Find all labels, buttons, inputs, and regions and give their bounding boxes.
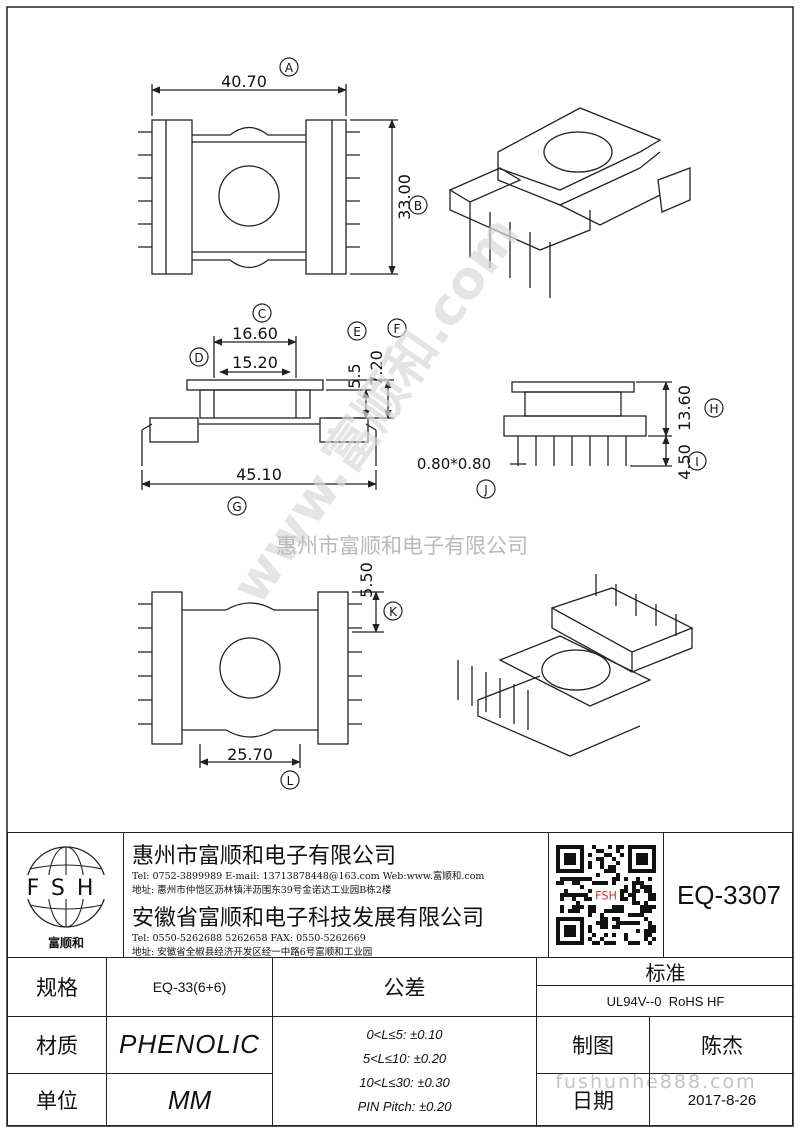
material-value: PHENOLIC — [119, 1029, 260, 1059]
svg-text:D: D — [194, 351, 203, 365]
part-number: EQ-3307 — [676, 879, 782, 910]
svg-text:E: E — [353, 325, 361, 339]
watermark-site: fushunhe888.com — [555, 1071, 756, 1093]
material-label: 材质 — [36, 1033, 78, 1058]
drawn-label: 制图 — [572, 1033, 614, 1058]
dim-D-value: 15.20 — [232, 353, 278, 372]
company-logo: FSH 富顺和 — [10, 835, 122, 955]
dim-E-value: 5.5 — [345, 363, 364, 388]
dim-H-value: 13.60 — [675, 385, 694, 431]
company2-name: 安徽省富顺和电子科技发展有限公司 — [132, 906, 485, 931]
tolerance-item: 0<L≤5: ±0.10 — [366, 1027, 443, 1042]
date-label: 日期 — [572, 1089, 614, 1113]
standard-value: UL94V--0 RoHS HF — [606, 993, 725, 1009]
standard-label: 标准 — [645, 960, 686, 985]
company-info: 惠州市富顺和电子有限公司 Tel: 0752-3899989 E-mail: 1… — [132, 835, 544, 958]
tolerance-item: PIN Pitch: ±0.20 — [357, 1099, 452, 1114]
isometric-view-2 — [457, 574, 694, 757]
dim-B-value: 33.00 — [395, 174, 414, 220]
svg-text:J: J — [483, 483, 488, 497]
svg-text:A: A — [285, 61, 294, 75]
callout-E: E — [347, 321, 367, 341]
date-value: 2017-8-26 — [687, 1091, 757, 1109]
company1-address: 地址: 惠州市仲恺区沥林镇泮沥围东39号金诺达工业园B栋2楼 — [132, 885, 392, 896]
dim-A-value: 40.70 — [221, 72, 267, 91]
dim-J-value: 0.80*0.80 — [417, 455, 491, 473]
svg-text:L: L — [287, 774, 294, 788]
svg-text:I: I — [695, 455, 699, 469]
title-block: FSH 富顺和 惠州市富顺和电子有限公司 Tel: 0752-3899989 E… — [7, 832, 794, 1127]
dim-L-value: 25.70 — [227, 745, 273, 764]
spec-label: 规格 — [36, 975, 78, 1000]
company2-address: 地址: 安徽省全椒县经济开发区经一中路6号富顺和工业园 — [132, 947, 373, 958]
bottom-view — [138, 591, 384, 768]
callout-A: A — [279, 57, 299, 77]
svg-text:C: C — [258, 307, 266, 321]
qr-code: FSH — [549, 833, 663, 957]
svg-text:H: H — [709, 402, 718, 416]
callout-J: J — [476, 479, 496, 499]
callout-D: D — [189, 347, 209, 367]
company1-contact: Tel: 0752-3899989 E-mail: 13713878448@16… — [132, 871, 485, 882]
dim-C-value: 16.60 — [232, 324, 278, 343]
callout-I: I — [687, 451, 707, 471]
callout-G: G — [227, 496, 247, 516]
logo-caption: 富顺和 — [48, 935, 84, 950]
unit-value: MM — [167, 1084, 212, 1115]
side-view — [503, 381, 672, 467]
tolerance-list: 0<L≤5: ±0.10 5<L≤10: ±0.20 10<L≤30: ±0.3… — [273, 1023, 536, 1123]
dim-G-value: 45.10 — [236, 465, 282, 484]
watermark-company: 惠州市富顺和电子有限公司 — [276, 534, 528, 558]
outer-frame — [6, 6, 794, 1127]
dim-F-value: 7.20 — [367, 350, 386, 386]
callout-F: F — [387, 318, 407, 338]
tolerance-label: 公差 — [383, 975, 426, 1000]
callout-H: H — [704, 398, 724, 418]
drawn-value: 陈杰 — [701, 1033, 743, 1058]
front-view — [141, 336, 394, 490]
tolerance-item: 5<L≤10: ±0.20 — [362, 1051, 447, 1066]
dim-K-value: 5.50 — [357, 562, 376, 598]
logo-text: FSH — [27, 876, 106, 901]
callout-C: C — [252, 303, 272, 323]
svg-text:B: B — [414, 199, 422, 213]
svg-text:F: F — [394, 322, 401, 336]
unit-label: 单位 — [36, 1089, 78, 1113]
svg-text:G: G — [232, 500, 241, 514]
callout-K: K — [383, 601, 403, 621]
isometric-view-1 — [448, 107, 691, 298]
spec-value: EQ-33(6+6) — [152, 978, 227, 995]
qr-center-label: FSH — [595, 889, 617, 902]
tolerance-item: 10<L≤30: ±0.30 — [359, 1075, 450, 1090]
company2-contact: Tel: 0550-5262688 5262658 FAX: 0550-5262… — [132, 933, 366, 944]
callout-L: L — [280, 770, 300, 790]
svg-text:K: K — [389, 605, 398, 619]
callout-B: B — [408, 195, 428, 215]
dim-I-value: 4.50 — [675, 444, 694, 480]
top-view — [138, 84, 398, 275]
company1-name: 惠州市富顺和电子有限公司 — [132, 844, 397, 869]
